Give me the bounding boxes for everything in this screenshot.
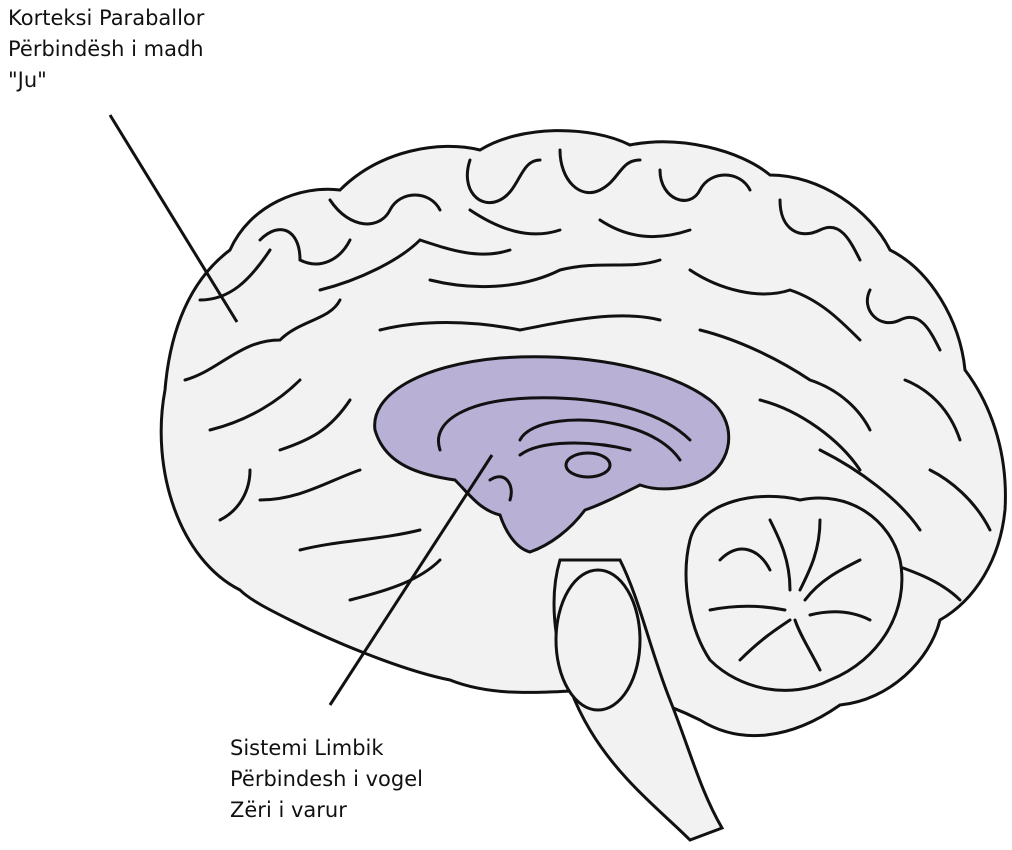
- limbic-label-subtitle: Përbindesh i vogel: [230, 764, 423, 795]
- cortex-label-subtitle: Përbindësh i madh: [8, 34, 204, 65]
- limbic-label-voice: Zëri i varur: [230, 795, 423, 826]
- limbic-label-title: Sistemi Limbik: [230, 733, 423, 764]
- cortex-label-title: Korteksi Paraballor: [8, 3, 204, 34]
- cortex-label: Korteksi Paraballor Përbindësh i madh "J…: [8, 3, 204, 96]
- cortex-pointer-line: [110, 115, 237, 322]
- pons: [556, 570, 640, 710]
- cortex-label-voice: "Ju": [8, 65, 204, 96]
- limbic-label: Sistemi Limbik Përbindesh i vogel Zëri i…: [230, 733, 423, 826]
